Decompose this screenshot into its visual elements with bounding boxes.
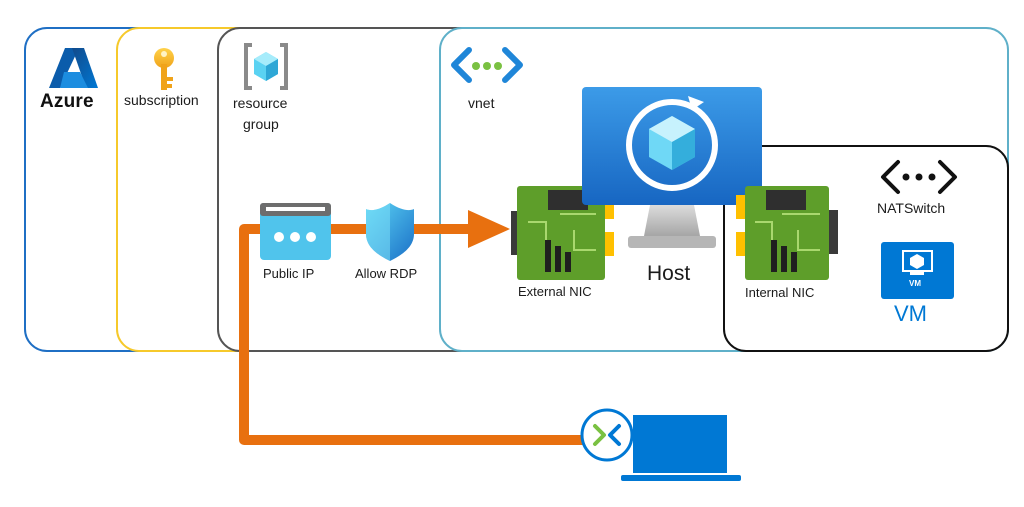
external-nic-icon xyxy=(511,186,614,280)
vm-icon-text: VM xyxy=(909,279,921,288)
vnet-label: vnet xyxy=(468,95,495,111)
connection-arrowhead xyxy=(468,210,510,248)
natswitch-icon xyxy=(881,160,957,194)
key-icon xyxy=(154,48,174,90)
public-ip-icon xyxy=(260,203,331,260)
resource-group-label-line2: group xyxy=(243,116,279,132)
host-monitor-icon xyxy=(582,87,762,248)
host-label: Host xyxy=(647,262,691,285)
vnet-icon xyxy=(451,47,523,83)
shield-icon xyxy=(366,203,414,261)
vm-label: VM xyxy=(894,301,927,326)
external-nic-label: External NIC xyxy=(518,284,592,299)
azure-label: Azure xyxy=(40,91,94,112)
rdp-connection-line xyxy=(239,224,587,445)
remote-desktop-icon xyxy=(580,408,634,462)
internal-nic-label: Internal NIC xyxy=(745,285,815,300)
natswitch-label: NATSwitch xyxy=(877,200,946,216)
internal-nic-icon xyxy=(736,186,838,280)
subscription-label: subscription xyxy=(124,92,199,108)
laptop-icon xyxy=(621,415,741,481)
azure-logo-icon xyxy=(49,48,98,88)
vm-icon xyxy=(881,242,954,299)
allow-rdp-label: Allow RDP xyxy=(355,266,418,281)
resource-group-label-line1: resource xyxy=(233,95,288,111)
public-ip-label: Public IP xyxy=(263,266,315,281)
resource-group-icon xyxy=(244,43,288,90)
